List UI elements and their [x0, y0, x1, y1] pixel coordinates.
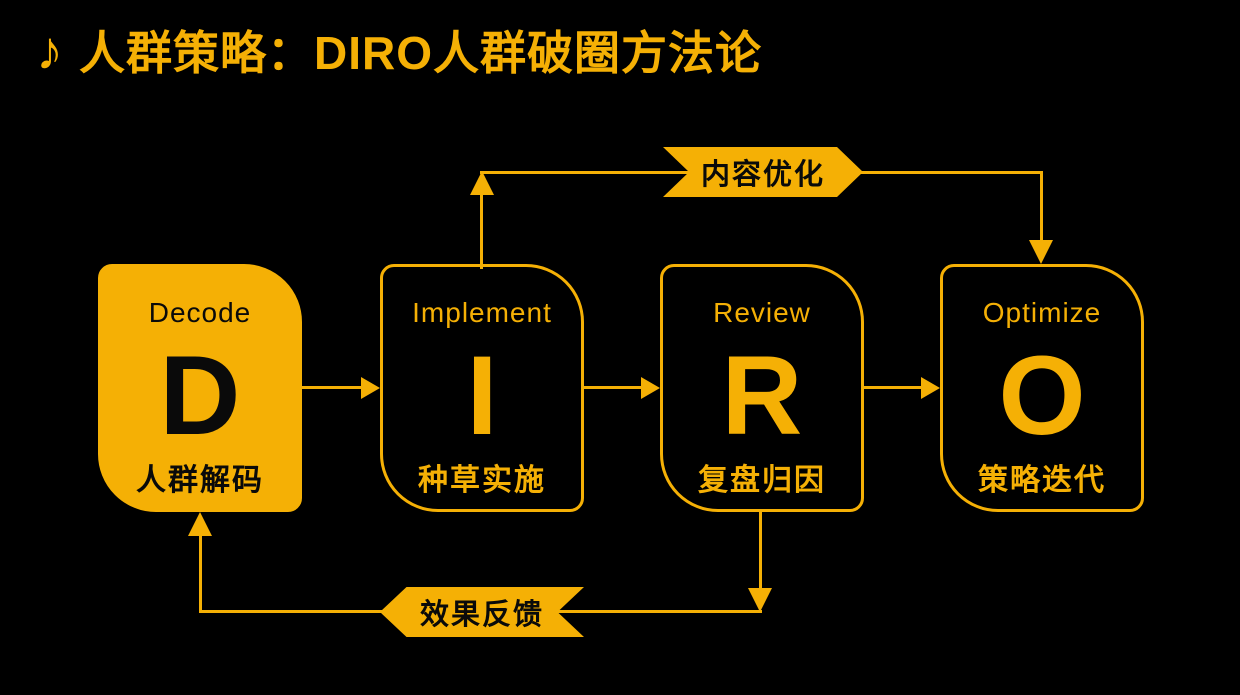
stage-box-implement: Implement I 种草实施 — [380, 264, 584, 512]
stage-letter-implement: I — [466, 333, 498, 458]
top-loop-up-arrowhead — [470, 171, 494, 195]
stage-box-decode: Decode D 人群解码 — [98, 264, 302, 512]
stage-caption-review: 复盘归因 — [698, 464, 826, 497]
stage-letter-decode: D — [159, 333, 241, 458]
arrowhead-d-to-i — [361, 377, 380, 399]
effect-feedback-label: 效果反馈 — [419, 599, 544, 631]
stage-name-decode: Decode — [148, 297, 252, 328]
music-note-icon: ♪ — [36, 21, 63, 81]
arrowhead-i-to-r — [641, 377, 660, 399]
bottom-loop-up-arrowhead — [188, 512, 212, 536]
top-loop-down-arrowhead — [1029, 240, 1053, 264]
stage-caption-optimize: 策略迭代 — [978, 464, 1106, 497]
stage-name-implement: Implement — [412, 297, 552, 328]
stage-letter-optimize: O — [998, 333, 1086, 458]
stage-name-review: Review — [713, 297, 811, 328]
bottom-loop-drop-line — [759, 512, 762, 590]
bottom-loop-down-arrowhead — [748, 588, 772, 612]
slide-header: ♪ 人群策略：DIRO人群破圈方法论 — [36, 21, 762, 84]
effect-feedback-banner: 效果反馈 — [380, 587, 584, 637]
content-optimization-banner: 内容优化 — [663, 147, 863, 197]
content-optimization-label: 内容优化 — [700, 159, 825, 191]
top-loop-drop-line — [1040, 171, 1043, 241]
stage-caption-decode: 人群解码 — [136, 464, 264, 497]
arrow-line-r-to-o — [864, 386, 922, 389]
stage-box-review: Review R 复盘归因 — [660, 264, 864, 512]
bottom-loop-riser-line — [199, 534, 202, 612]
stage-box-optimize: Optimize O 策略迭代 — [940, 264, 1144, 512]
page-title: 人群策略：DIRO人群破圈方法论 — [79, 27, 762, 79]
stage-caption-implement: 种草实施 — [418, 464, 546, 497]
stage-name-optimize: Optimize — [982, 297, 1102, 328]
arrow-line-i-to-r — [584, 386, 642, 389]
arrow-line-d-to-i — [301, 386, 363, 389]
stage-letter-review: R — [721, 333, 803, 458]
top-loop-riser-line — [480, 194, 483, 269]
arrowhead-r-to-o — [921, 377, 940, 399]
